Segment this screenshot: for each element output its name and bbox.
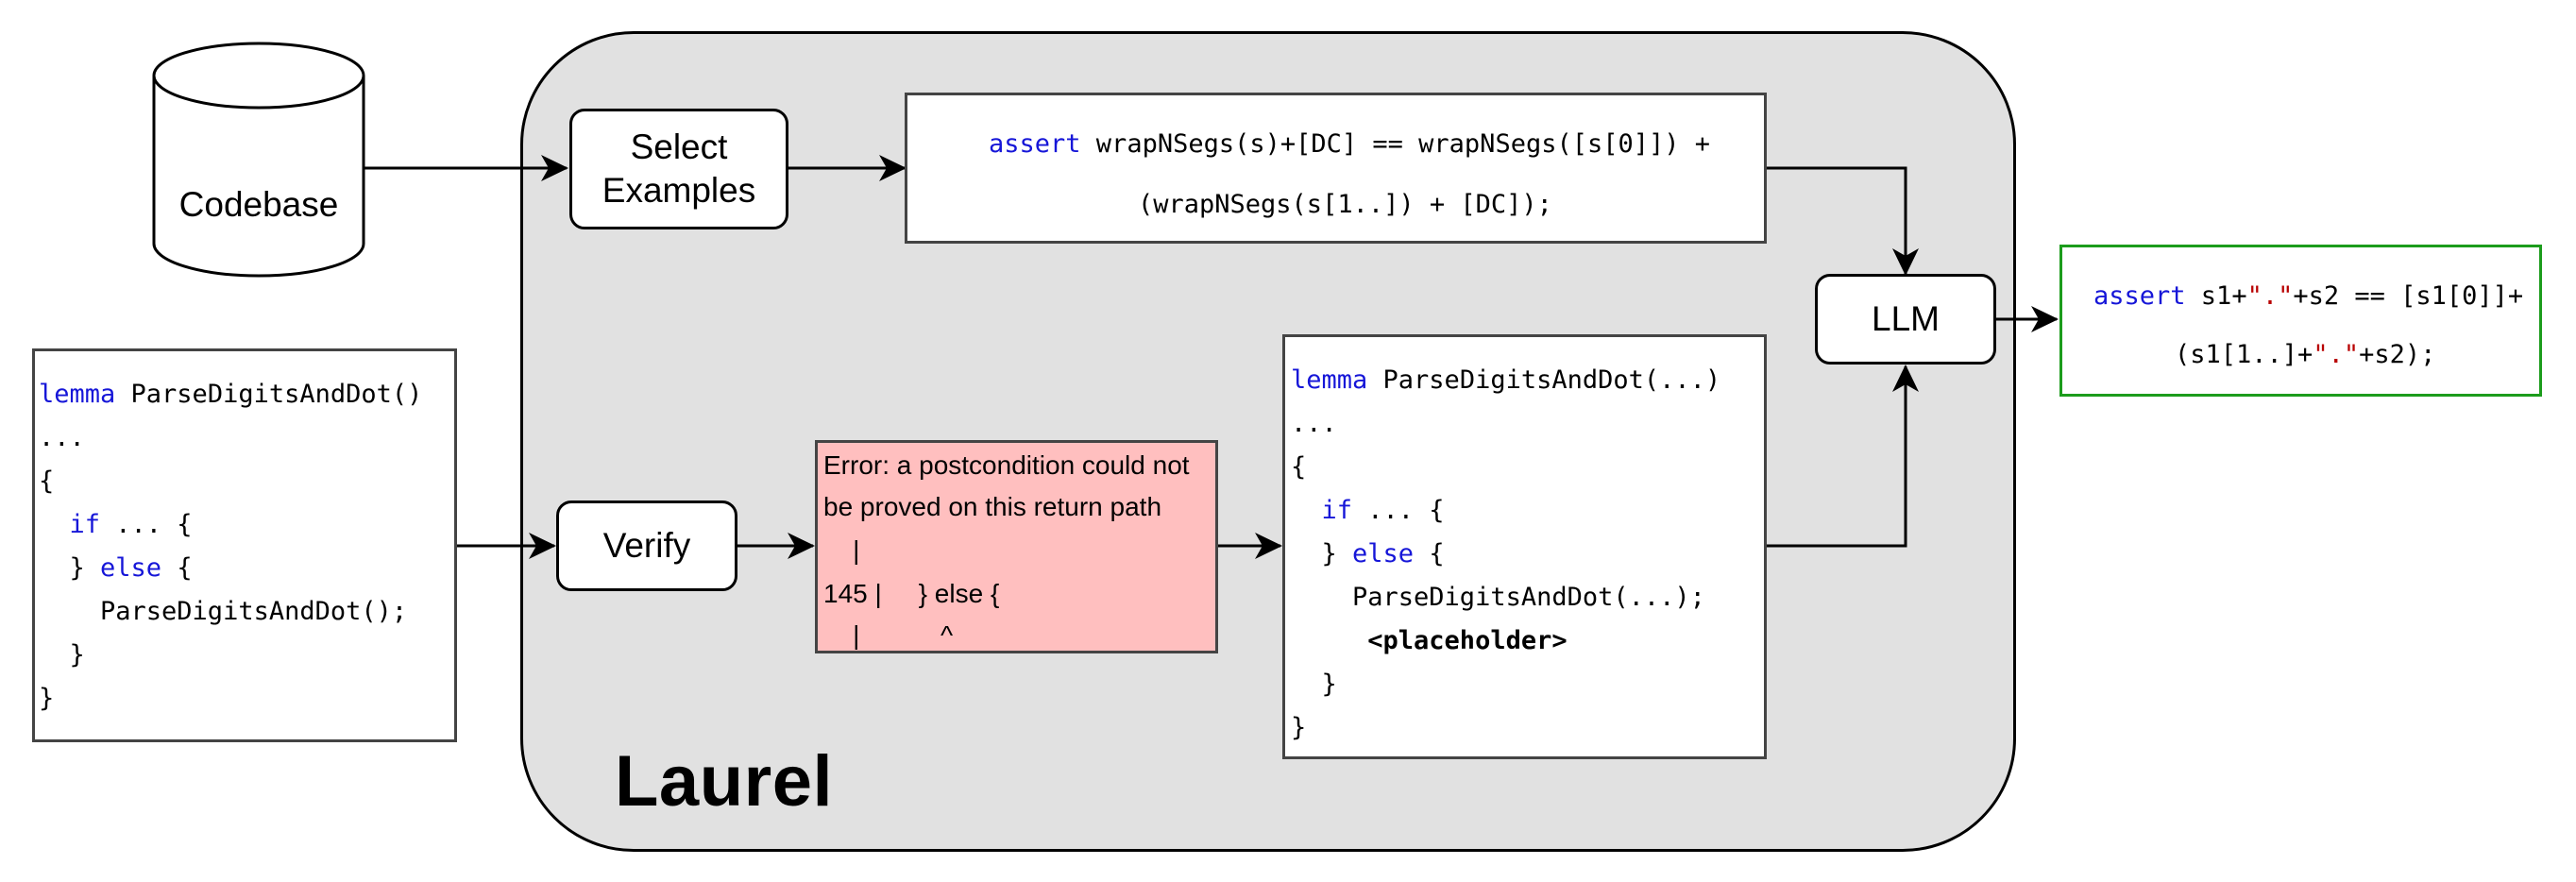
placeholder-marker: <placeholder>	[1291, 626, 1568, 655]
input-code-box: lemma ParseDigitsAndDot() ... { if ... {…	[32, 348, 457, 742]
error-message-box: Error: a postcondition could not be prov…	[815, 440, 1218, 653]
llm-label: LLM	[1872, 299, 1940, 338]
error-line: 145 | } else {	[823, 579, 1000, 608]
error-line: Error: a postcondition could not	[823, 450, 1190, 480]
placeholder-code-line: }	[1291, 670, 1337, 699]
arrow-examples-to-llm	[1767, 166, 1919, 276]
example-code-line: (wrapNSegs(s[1..]) + [DC]);	[1138, 190, 1552, 219]
placeholder-code-line: ParseDigitsAndDot(...);	[1291, 583, 1705, 612]
laurel-title: Laurel	[615, 741, 834, 822]
error-line: |	[823, 535, 860, 565]
verify-node: Verify	[556, 500, 737, 591]
select-examples-label-line2: Examples	[602, 171, 756, 210]
placeholder-code-line: {	[1291, 452, 1307, 482]
verify-label: Verify	[602, 526, 691, 565]
placeholder-code-line: ...	[1291, 409, 1337, 438]
error-line: | ^	[823, 620, 954, 650]
output-code-box: assert s1+"."+s2 == [s1[0]]+ (s1[1..]+".…	[2059, 245, 2542, 397]
select-examples-label-line1: Select	[630, 127, 728, 166]
llm-node: LLM	[1815, 274, 1996, 365]
input-code-line: }	[39, 640, 85, 670]
codebase-icon	[152, 42, 365, 278]
placeholder-code-box: lemma ParseDigitsAndDot(...) ... { if ..…	[1282, 334, 1767, 759]
codebase-label: Codebase	[178, 185, 339, 224]
input-code-line: lemma ParseDigitsAndDot()	[39, 380, 423, 409]
example-code-line: assert wrapNSegs(s)+[DC] == wrapNSegs([s…	[989, 129, 1711, 159]
example-code-box: assert wrapNSegs(s)+[DC] == wrapNSegs([s…	[905, 93, 1767, 244]
error-line: be proved on this return path	[823, 492, 1162, 521]
input-code-line: }	[39, 684, 55, 713]
arrow-placeholder-to-llm	[1767, 365, 1919, 548]
input-code-line: } else {	[39, 553, 193, 583]
input-code-line: ParseDigitsAndDot();	[39, 597, 408, 626]
placeholder-code-line: }	[1291, 713, 1307, 742]
input-code-line: if ... {	[39, 510, 193, 539]
input-code-line: {	[39, 466, 55, 496]
output-code-line: (s1[1..]+"."+s2);	[2175, 340, 2436, 369]
placeholder-code-line: if ... {	[1291, 496, 1445, 525]
input-code-line: ...	[39, 423, 85, 452]
placeholder-code-line: lemma ParseDigitsAndDot(...)	[1291, 365, 1721, 395]
placeholder-code-line: } else {	[1291, 539, 1445, 568]
select-examples-node: Select Examples	[569, 109, 788, 229]
output-code-line: assert s1+"."+s2 == [s1[0]]+	[2093, 281, 2524, 311]
